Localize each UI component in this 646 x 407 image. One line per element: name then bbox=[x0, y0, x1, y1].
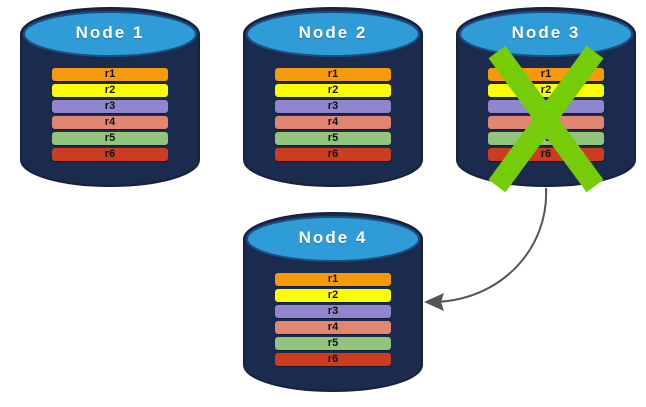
row-bar-r6[interactable]: r6 bbox=[275, 353, 391, 366]
row-bar-r4[interactable]: r4 bbox=[52, 116, 168, 129]
cylinder-top-disc bbox=[23, 11, 197, 57]
row-bar-r3[interactable]: r3 bbox=[275, 100, 391, 113]
row-bar-r4[interactable]: r4 bbox=[275, 321, 391, 334]
row-bar-r1[interactable]: r1 bbox=[275, 273, 391, 286]
row-bar-r1[interactable]: r1 bbox=[52, 68, 168, 81]
row-bar-r5[interactable]: r5 bbox=[488, 132, 604, 145]
cylinder-top-disc bbox=[246, 216, 420, 262]
row-bar-r6[interactable]: r6 bbox=[488, 148, 604, 161]
row-bar-r6[interactable]: r6 bbox=[275, 148, 391, 161]
row-bar-r3[interactable]: r3 bbox=[52, 100, 168, 113]
row-bar-r4[interactable]: r4 bbox=[275, 116, 391, 129]
row-bar-r3[interactable]: r3 bbox=[275, 305, 391, 318]
row-list: r1 r2 r3 r4 r5 r6 bbox=[20, 68, 200, 161]
row-list: r1 r2 r3 r4 r5 r6 bbox=[243, 273, 423, 366]
row-bar-r6[interactable]: r6 bbox=[52, 148, 168, 161]
row-bar-r1[interactable]: r1 bbox=[275, 68, 391, 81]
cylinder-top-disc bbox=[246, 11, 420, 57]
row-bar-r2[interactable]: r2 bbox=[488, 84, 604, 97]
row-bar-r5[interactable]: r5 bbox=[52, 132, 168, 145]
row-bar-r5[interactable]: r5 bbox=[275, 337, 391, 350]
row-list: r1 r2 r3 r4 r5 r6 bbox=[456, 68, 636, 161]
row-bar-r2[interactable]: r2 bbox=[52, 84, 168, 97]
row-bar-r2[interactable]: r2 bbox=[275, 84, 391, 97]
row-bar-r2[interactable]: r2 bbox=[275, 289, 391, 302]
row-bar-r4[interactable]: r4 bbox=[488, 116, 604, 129]
row-list: r1 r2 r3 r4 r5 r6 bbox=[243, 68, 423, 161]
cylinder-top-disc bbox=[459, 11, 633, 57]
row-bar-r5[interactable]: r5 bbox=[275, 132, 391, 145]
row-bar-r1[interactable]: r1 bbox=[488, 68, 604, 81]
row-bar-r3[interactable]: r3 bbox=[488, 100, 604, 113]
